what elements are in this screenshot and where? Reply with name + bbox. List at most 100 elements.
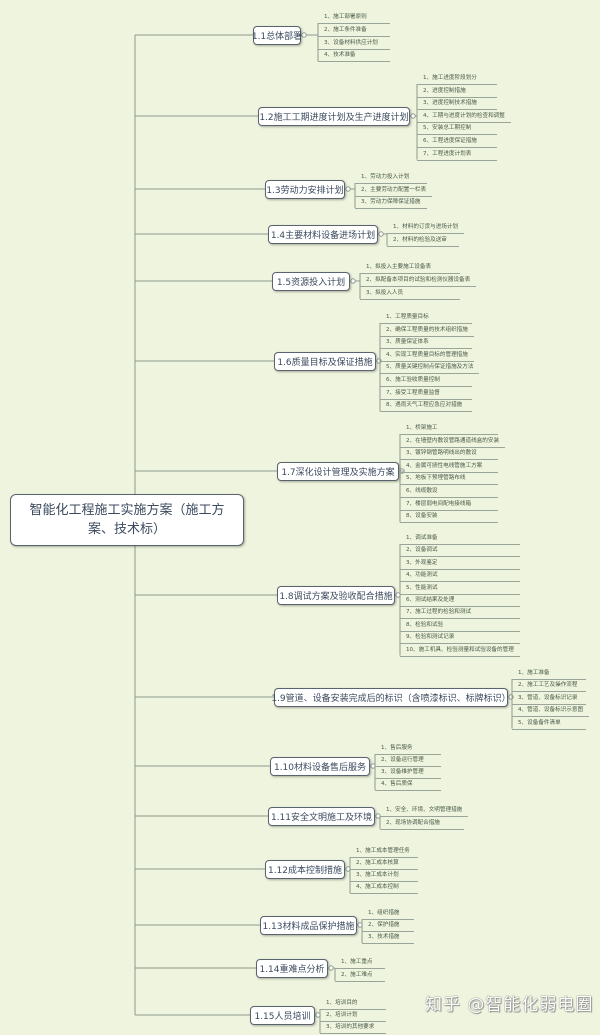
subtopic-item[interactable]: 1、材料的订货与进场计划 xyxy=(387,222,465,234)
subtopic-item[interactable]: 7、接受工程质量监督 xyxy=(380,388,472,400)
subtopic-item[interactable]: 2、主要劳动力配置一栏表 xyxy=(355,185,433,197)
subtopic-item[interactable]: 6、施工验收质量控制 xyxy=(380,375,472,387)
branch-topic[interactable]: 1.8调试方案及验收配合措施 xyxy=(277,585,395,605)
subtopic-item[interactable]: 3、管道、设备标识记录 xyxy=(512,693,586,705)
subtopic-item[interactable]: 5、质量关键控制点保证措施及方法 xyxy=(380,362,480,375)
branch-topic[interactable]: 1.5资源投入计划 xyxy=(272,271,350,291)
subtopic-item[interactable]: 1、培训目的 xyxy=(320,998,386,1010)
subtopic-item[interactable]: 2、进度控制措施 xyxy=(417,86,497,98)
subtopic-item[interactable]: 1、施工部署原则 xyxy=(318,12,390,24)
subtopic-item[interactable]: 7、楼层弱电间配电接线箱 xyxy=(400,499,498,511)
subtopic-item[interactable]: 4、实现工程质量目标的管理措施 xyxy=(380,350,474,362)
subtopic-item[interactable]: 10、施工机具、检验测量和试验设备的管理 xyxy=(400,645,520,657)
branch-topic[interactable]: 1.3劳动力安排计划 xyxy=(265,179,345,199)
subtopic-item[interactable]: 3、设备维护管理 xyxy=(375,767,441,779)
subtopic-item[interactable]: 8、遇雨天气工程应急应对措施 xyxy=(380,400,472,413)
subtopic-item[interactable]: 5、设备备件清单 xyxy=(512,718,586,730)
subtopic-item[interactable]: 2、培训计划 xyxy=(320,1010,386,1022)
root-topic[interactable]: 智能化工程施工实施方案（施工方案、技术标） xyxy=(10,494,244,546)
subtopic-item[interactable]: 3、外观鉴定 xyxy=(400,558,520,570)
collapse-toggle-icon[interactable] xyxy=(350,278,356,284)
branch-topic[interactable]: 1.12成本控制措施 xyxy=(265,859,345,879)
subtopic-item[interactable]: 2、施工条件准备 xyxy=(318,25,390,37)
branch-label: 1.10材料设备售后服务 xyxy=(273,762,367,773)
subtopic-item[interactable]: 2、施工工艺及操作流程 xyxy=(512,680,586,693)
branch-topic[interactable]: 1.15人员培训 xyxy=(250,1005,315,1025)
subtopic-item[interactable]: 5、性能测试 xyxy=(400,583,520,595)
subtopic-item[interactable]: 7、工程进度计划表 xyxy=(417,149,497,161)
branch-label: 1.7深化设计管理及实施方案 xyxy=(281,467,395,478)
branch-topic[interactable]: 1.4主要材料设备进场计划 xyxy=(268,224,378,244)
subtopic-item[interactable]: 2、施工成本核算 xyxy=(350,858,418,870)
subtopic-item[interactable]: 1、售后服务 xyxy=(375,743,441,755)
subtopic-item[interactable]: 6、工程进度保证措施 xyxy=(417,136,497,148)
branch-label: 1.12成本控制措施 xyxy=(267,865,343,876)
branch-label: 1.14重难点分析 xyxy=(259,964,325,975)
subtopic-item[interactable]: 2、施工难点 xyxy=(335,970,385,982)
subtopic-item[interactable]: 6、测试结果及处理 xyxy=(400,595,520,607)
subtopic-item[interactable]: 9、检验和测试记录 xyxy=(400,632,520,645)
branch-label: 1.1总体部署 xyxy=(251,31,303,42)
branch-topic[interactable]: 1.1总体部署 xyxy=(251,25,303,45)
subtopic-item[interactable]: 3、培训的其他要求 xyxy=(320,1022,386,1034)
collapse-toggle-icon[interactable] xyxy=(410,113,416,119)
subtopic-item[interactable]: 5、地板下预埋管路布线 xyxy=(400,473,498,486)
subtopic-item[interactable]: 1、组织措施 xyxy=(362,908,414,920)
subtopic-item[interactable]: 1、施工成本管理任务 xyxy=(350,846,418,858)
collapse-toggle-icon[interactable] xyxy=(301,32,307,38)
subtopic-item[interactable]: 5、安装总工期控制 xyxy=(417,123,497,136)
subtopic-item[interactable]: 1、安全、环境、文明管理措施 xyxy=(380,805,469,817)
branch-topic[interactable]: 1.7深化设计管理及实施方案 xyxy=(277,461,399,481)
branch-label: 1.8调试方案及验收配合措施 xyxy=(279,591,393,602)
subtopic-item[interactable]: 2、现场协调配合措施 xyxy=(380,818,464,830)
branch-topic[interactable]: 1.9管道、设备安装完成后的标识（含喷漆标识、标牌标识） xyxy=(271,687,511,707)
subtopic-item[interactable]: 4、售后质保 xyxy=(375,779,441,791)
subtopic-item[interactable]: 8、检验和试验 xyxy=(400,620,520,632)
subtopic-item[interactable]: 7、施工过程的检验和测试 xyxy=(400,607,520,620)
branch-label: 1.9管道、设备安装完成后的标识（含喷漆标识、标牌标识） xyxy=(271,693,511,704)
subtopic-item[interactable]: 1、工程质量目标 xyxy=(380,312,472,324)
subtopic-item[interactable]: 4、施工成本控制 xyxy=(350,882,418,894)
subtopic-item[interactable]: 3、劳动力保障保证措施 xyxy=(355,197,427,209)
subtopic-item[interactable]: 1、劳动力投入计划 xyxy=(355,172,427,184)
subtopic-item[interactable]: 1、施工准备 xyxy=(512,668,586,680)
subtopic-item[interactable]: 3、质量保证体系 xyxy=(380,337,472,350)
collapse-toggle-icon[interactable] xyxy=(328,965,334,971)
subtopic-item[interactable]: 1、桥架施工 xyxy=(400,423,498,435)
branch-topic[interactable]: 1.10材料设备售后服务 xyxy=(270,756,370,776)
subtopic-item[interactable]: 3、镀锌钢管路明线出的敷设 xyxy=(400,448,498,461)
subtopic-item[interactable]: 1、拟投入主要施工设备表 xyxy=(360,262,460,274)
subtopic-item[interactable]: 1、调试准备 xyxy=(400,533,520,545)
subtopic-item[interactable]: 2、设备运行管理 xyxy=(375,755,441,767)
branch-topic[interactable]: 1.2施工工期进度计划及生产进度计划 xyxy=(258,106,410,126)
subtopic-item[interactable]: 4、管道、设备标识示意图 xyxy=(512,705,590,718)
subtopic-item[interactable]: 4、技术准备 xyxy=(318,50,390,63)
subtopic-item[interactable]: 2、拟配备本项目的试验和检测仪器设备表 xyxy=(360,275,477,287)
branch-topic[interactable]: 1.11安全文明施工及环境 xyxy=(268,806,375,826)
subtopic-item[interactable]: 4、金属可挠性电线管施工方案 xyxy=(400,461,498,473)
subtopic-item[interactable]: 8、设备安装 xyxy=(400,511,498,524)
subtopic-item[interactable]: 4、功能测试 xyxy=(400,570,520,583)
subtopic-item[interactable]: 4、工期与进度计划的检查和调整 xyxy=(417,111,511,123)
branch-topic[interactable]: 1.13材料成品保护措施 xyxy=(260,915,357,935)
branch-topic[interactable]: 1.14重难点分析 xyxy=(256,958,328,978)
subtopic-item[interactable]: 2、确保工程质量的技术组织措施 xyxy=(380,325,474,337)
branch-label: 1.13材料成品保护措施 xyxy=(262,921,355,932)
subtopic-item[interactable]: 3、进度控制技术措施 xyxy=(417,98,497,111)
watermark: 知乎 @智能化弱电圈 xyxy=(425,995,594,1015)
subtopic-item[interactable]: 3、设备材料供应计划 xyxy=(318,38,390,50)
collapse-toggle-icon[interactable] xyxy=(345,186,351,192)
subtopic-item[interactable]: 1、施工重点 xyxy=(335,957,385,969)
subtopic-item[interactable]: 1、施工进度阶段划分 xyxy=(417,73,497,85)
subtopic-item[interactable]: 2、在墙壁内敷设管路通道线盒的安装 xyxy=(400,436,506,448)
collapse-toggle-icon[interactable] xyxy=(378,231,384,237)
subtopic-item[interactable]: 3、拟投入人员 xyxy=(360,288,460,300)
subtopic-item[interactable]: 3、技术措施 xyxy=(362,932,414,944)
subtopic-item[interactable]: 3、施工成本计划 xyxy=(350,870,418,882)
subtopic-item[interactable]: 6、线缆敷设 xyxy=(400,486,498,498)
subtopic-item[interactable]: 2、设备调试 xyxy=(400,545,520,558)
subtopic-item[interactable]: 2、保护措施 xyxy=(362,920,414,932)
branch-label: 1.2施工工期进度计划及生产进度计划 xyxy=(259,112,409,123)
subtopic-item[interactable]: 2、材料的检验及送审 xyxy=(387,235,459,247)
branch-topic[interactable]: 1.6质量目标及保证措施 xyxy=(274,351,376,371)
